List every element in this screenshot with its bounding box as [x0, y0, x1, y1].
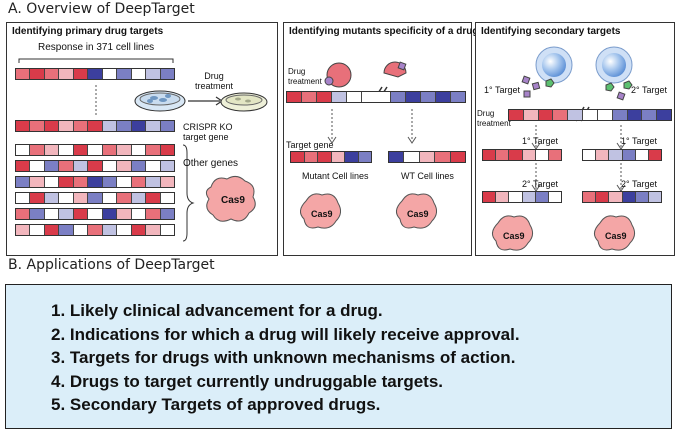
first-target-right-row: [582, 149, 662, 161]
gene-row: [15, 160, 175, 172]
gene-row: [15, 176, 175, 188]
panel-mutant-specificity: Identifying mutants specificity of a dru…: [283, 22, 478, 256]
panel-primary-targets: Identifying primary drug targets Respons…: [6, 22, 278, 256]
cas9-label-right: Cas9: [407, 209, 429, 219]
panel1-drug-treatment: Drug treatment: [195, 71, 234, 91]
panel1-title: Identifying primary drug targets: [12, 26, 164, 37]
cas9-label-right: Cas9: [605, 231, 627, 241]
mutant-row: [290, 151, 372, 163]
response-bracket: [18, 58, 195, 242]
response-row: [15, 68, 175, 80]
panel3-drug-treatment: Drug treatment: [477, 109, 511, 128]
panel3-graphics: [492, 46, 636, 251]
panel3-title: Identifying secondary targets: [481, 26, 621, 37]
first-target-right-label: 1° Target: [621, 136, 657, 146]
cas9-label-left: Cas9: [311, 209, 333, 219]
section-a-title: A. Overview of DeepTarget: [8, 1, 195, 17]
application-item: 5. Secondary Targets of approved drugs.: [51, 395, 381, 414]
petri-dishes: [134, 90, 268, 112]
second-target-right-label: 2° Target: [621, 179, 657, 189]
second-target-right-row: [582, 191, 662, 203]
first-target-left-label: 1° Target: [522, 136, 558, 146]
section-b-title: B. Applications of DeepTarget: [8, 257, 215, 273]
panel-secondary-targets: Identifying secondary targets: [475, 22, 675, 256]
applications-box: 1. Likely clinical advancement for a dru…: [5, 284, 672, 429]
gene-row: [15, 224, 175, 236]
crispr-row: [15, 120, 175, 132]
crispr-label: CRISPR KO target gene: [183, 122, 233, 142]
panel3-response-row: [508, 109, 672, 121]
cas9-icon: [205, 175, 256, 222]
gene-row: [15, 208, 175, 220]
wt-row: [388, 151, 466, 163]
panel2-response-row: [286, 91, 466, 103]
first-target-left-row: [482, 149, 562, 161]
panel2-title: Identifying mutants specificity of a dru…: [289, 26, 479, 37]
first-target-top-label: 1° Target: [484, 85, 520, 95]
panel2-drug-treatment: Drug treatment: [288, 67, 322, 86]
second-target-top-label: 2° Target: [631, 85, 667, 95]
other-genes-label: Other genes: [183, 158, 239, 169]
applications-list: 1. Likely clinical advancement for a dru…: [51, 299, 520, 417]
response-label: Response in 371 cell lines: [38, 42, 155, 53]
application-item: 2. Indications for which a drug will lik…: [51, 324, 520, 344]
application-item: 3. Targets for drugs with unknown mechan…: [51, 348, 516, 367]
gene-row: [15, 144, 175, 156]
mutant-cell-lines-label: Mutant Cell lines: [302, 171, 369, 181]
gene-row: [15, 192, 175, 204]
target-gene-label: Target gene: [286, 140, 334, 150]
application-item: 1. Likely clinical advancement for a dru…: [51, 301, 383, 320]
panel2-graphics: [300, 61, 438, 229]
cas9-label: Cas9: [221, 195, 245, 206]
second-target-left-row: [482, 191, 562, 203]
wt-cell-lines-label: WT Cell lines: [401, 171, 454, 181]
application-item: 4. Drugs to target currently undruggable…: [51, 371, 444, 391]
second-target-left-label: 2° Target: [522, 179, 558, 189]
cas9-label-left: Cas9: [503, 231, 525, 241]
